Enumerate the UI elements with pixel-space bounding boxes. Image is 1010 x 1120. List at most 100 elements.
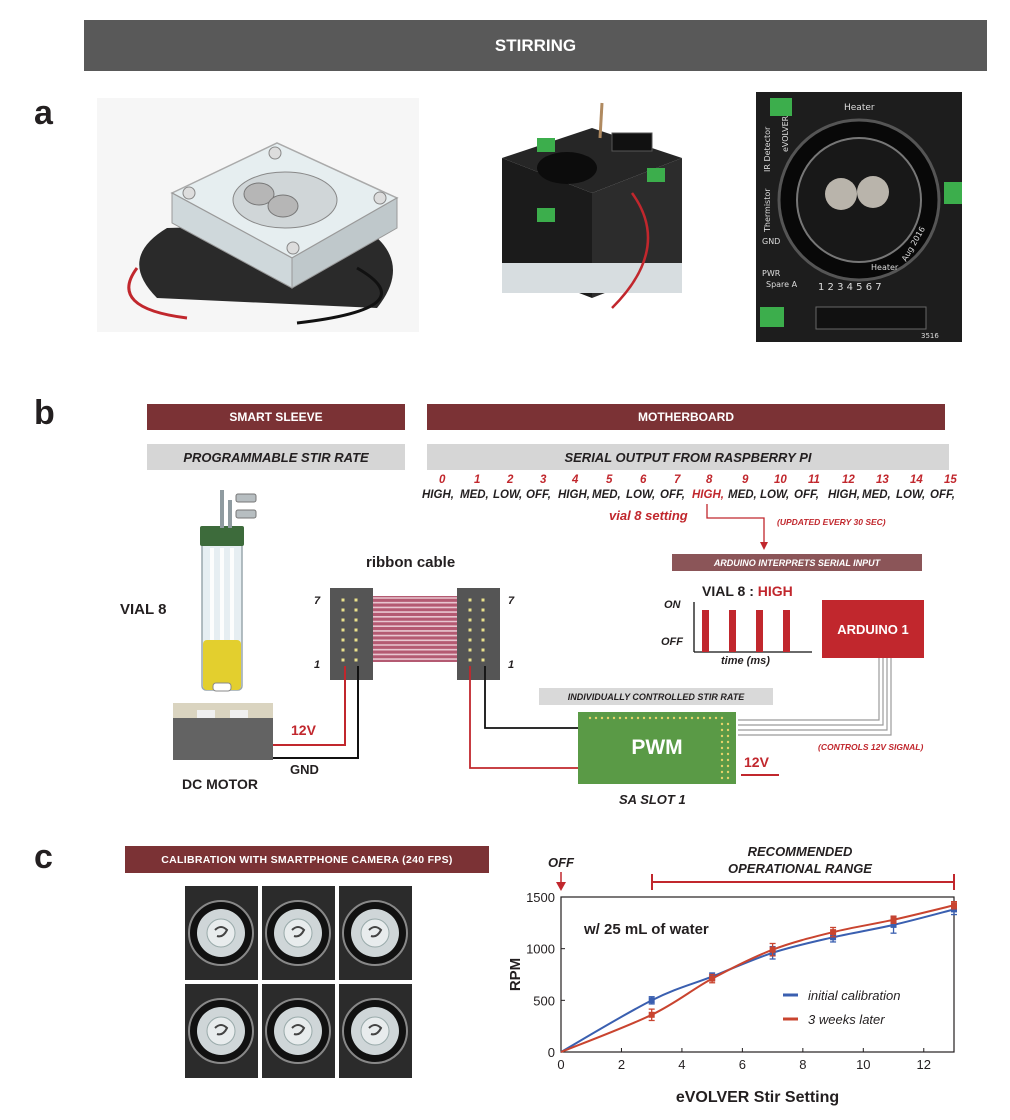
- serial-index: 3: [540, 474, 547, 486]
- y-axis-label: RPM: [507, 958, 524, 991]
- connector-pin: [468, 608, 472, 612]
- connector-pin: [468, 618, 472, 622]
- pwm-pin: [672, 716, 676, 720]
- x-tick-label: 12: [917, 1057, 931, 1072]
- board-text-code: 3516: [921, 332, 939, 340]
- pwm-pin: [618, 716, 622, 720]
- serial-output-bar: SERIAL OUTPUT FROM RASPBERRY PI: [427, 444, 949, 470]
- y-tick-label: 500: [533, 993, 555, 1008]
- connector-pin: [481, 618, 485, 622]
- pwm-pin: [594, 716, 598, 720]
- ribbon-stripes: [373, 597, 457, 660]
- connector-pin: [468, 628, 472, 632]
- calibration-frame: [262, 984, 335, 1078]
- pwm-pin: [720, 752, 724, 756]
- photo-smart-sleeve-assembled: [482, 98, 694, 328]
- serial-value: HIGH,: [828, 489, 860, 501]
- serial-value: LOW,: [896, 489, 926, 501]
- arduino-interprets-label: ARDUINO INTERPRETS SERIAL INPUT: [713, 557, 881, 568]
- stirring-diagram: [173, 490, 924, 784]
- pwm-pin: [606, 716, 610, 720]
- data-point: [648, 997, 655, 1004]
- photo-motherboard-slot: Heater eVOLVER IR Detector Thermistor GN…: [756, 92, 962, 342]
- programmable-stir-rate-label: PROGRAMMABLE STIR RATE: [183, 449, 369, 465]
- connector-pin: [354, 608, 358, 612]
- photo-smart-sleeve-top: [97, 98, 419, 332]
- serial-value: OFF,: [794, 489, 819, 501]
- calibration-title: CALIBRATION WITH SMARTPHONE CAMERA (240 …: [161, 853, 453, 866]
- pwm-pin: [720, 734, 724, 738]
- chart-annotation: w/ 25 mL of water: [583, 921, 709, 938]
- pulse-on-label: ON: [664, 599, 681, 611]
- connector-pin: [341, 628, 345, 632]
- x-tick-label: 8: [799, 1057, 806, 1072]
- vial8-high-label: VIAL 8 : HIGH: [702, 583, 793, 599]
- connector-pin: [354, 618, 358, 622]
- pwm-pin: [612, 716, 616, 720]
- pulse-time-label: time (ms): [721, 655, 770, 667]
- pwm-pin: [720, 776, 724, 780]
- off-arrow-head: [556, 882, 566, 891]
- serial-value: HIGH,: [692, 489, 724, 501]
- serial-index: 0: [439, 474, 446, 486]
- ribbon-connector-right: [457, 588, 500, 680]
- pwm-pin: [666, 716, 670, 720]
- legend-label: 3 weeks later: [808, 1012, 885, 1027]
- gnd-label: GND: [290, 762, 319, 777]
- motor-top: [173, 703, 273, 718]
- pwm-pin: [726, 722, 730, 726]
- board-text-spare: Spare A: [766, 280, 798, 289]
- wire-12v-left: [273, 666, 346, 746]
- board-text-heater: Heater: [844, 103, 875, 113]
- serial-index: 14: [910, 474, 923, 486]
- arduino-interprets-bar: ARDUINO INTERPRETS SERIAL INPUT: [672, 554, 922, 571]
- pwm-pin: [720, 770, 724, 774]
- legend-label: initial calibration: [808, 988, 901, 1003]
- pwm-pin: [714, 716, 718, 720]
- data-point: [890, 921, 897, 928]
- data-point: [830, 929, 837, 936]
- off-label: OFF: [548, 855, 574, 870]
- connector-pin: [354, 658, 358, 662]
- panel-letter-b: b: [34, 394, 55, 432]
- arduino-to-pwm-lines: [738, 658, 892, 736]
- motherboard-header: MOTHERBOARD: [427, 404, 945, 430]
- board-text-gnd: GND: [762, 237, 780, 246]
- data-point: [769, 946, 776, 953]
- ribbon-cable: [373, 596, 457, 662]
- serial-index: 9: [742, 474, 749, 486]
- connector-pin: [481, 648, 485, 652]
- serial-index: 11: [808, 474, 820, 486]
- board-text-ir: IR Detector: [763, 126, 772, 172]
- serial-index: 10: [774, 474, 787, 486]
- pwm-pin: [702, 716, 706, 720]
- connector-pin: [481, 638, 485, 642]
- pwm-pin: [624, 716, 628, 720]
- serial-value: OFF,: [660, 489, 685, 501]
- motherboard-title: MOTHERBOARD: [638, 410, 734, 424]
- x-tick-label: 6: [739, 1057, 746, 1072]
- connector-pin: [481, 608, 485, 612]
- pwm-pulse-graph: [693, 602, 812, 653]
- pwm-pin: [600, 716, 604, 720]
- panel-letter-a: a: [34, 94, 53, 132]
- connector-pin: [354, 628, 358, 632]
- pwm-pin: [726, 776, 730, 780]
- connector-pin: [354, 598, 358, 602]
- pwm-pin: [726, 740, 730, 744]
- pwm-pin: [678, 716, 682, 720]
- pwm-pin: [630, 716, 634, 720]
- data-point: [648, 1011, 655, 1018]
- pwm-pin: [726, 734, 730, 738]
- serial-value: LOW,: [493, 489, 523, 501]
- serial-index: 8: [706, 474, 713, 486]
- vial8-label: VIAL 8: [120, 601, 167, 618]
- vial8-setting-label: vial 8 setting: [609, 508, 688, 523]
- pwm-pin: [588, 716, 592, 720]
- calibration-frame: [185, 984, 258, 1078]
- board-text-evolver: eVOLVER: [781, 115, 790, 152]
- pwm-pin: [720, 728, 724, 732]
- connector-pin: [468, 648, 472, 652]
- pwm-pin: [720, 764, 724, 768]
